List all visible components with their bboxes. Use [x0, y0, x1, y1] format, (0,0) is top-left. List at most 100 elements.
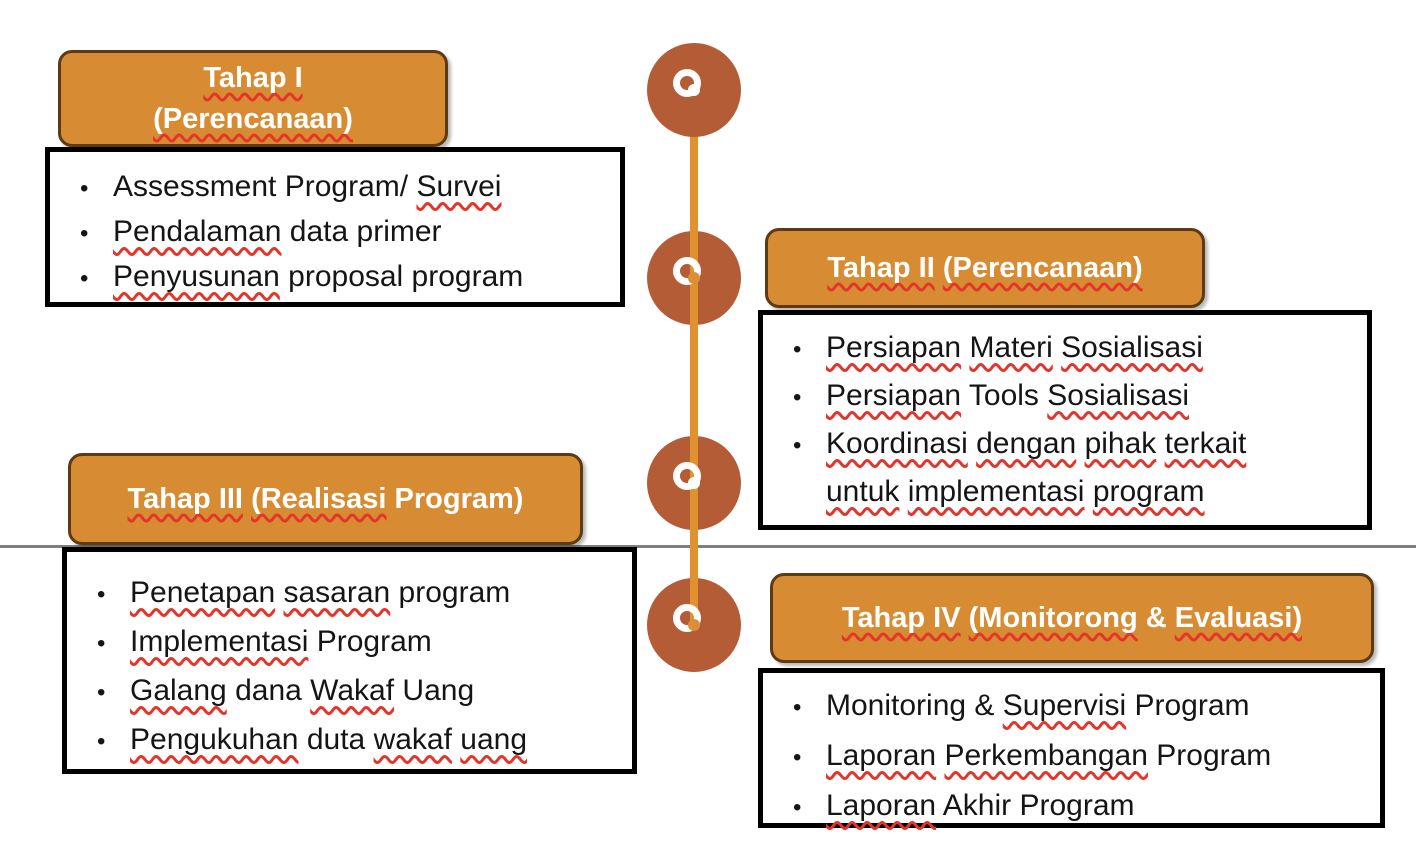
bullet-dot: • [97, 679, 106, 706]
stage-3-title: Tahap III (Realisasi Program) [128, 479, 524, 520]
misspelled-word: Perkembangan [944, 739, 1148, 772]
bullseye-icon [673, 604, 701, 632]
horizontal-divider-line [0, 545, 1416, 548]
bullet-item: •Penyusunan proposal program [50, 255, 620, 300]
text-segment: Assessment Program/ [113, 170, 417, 203]
bullet-item: •Implementasi Program [67, 618, 632, 667]
stage-4-content-box: • Monitoring & Supervisi Program • Laporan … [758, 668, 1385, 828]
stage-1-header: Tahap I (Perencanaan) [58, 50, 448, 147]
misspelled-word: Penyusunan [113, 260, 280, 293]
bullet-text: Galang dana Wakaf Uang [130, 667, 474, 714]
bullet-dot: • [793, 694, 802, 721]
misspelled-word: Evaluasi) [1174, 601, 1303, 634]
bullseye-center-dot [688, 84, 700, 96]
text-segment: proposal program [279, 260, 524, 293]
bullseye-center-dot [688, 619, 700, 631]
text-segment: Program [1147, 739, 1272, 772]
bullet-item: • Persiapan Materi Sosialisasi [763, 325, 1367, 373]
text-segment [1076, 427, 1084, 460]
bullet-dot: • [793, 336, 802, 363]
text-segment [899, 475, 907, 508]
misspelled-word: (Perencanaan) [942, 251, 1143, 284]
text-segment [1084, 475, 1092, 508]
bullet-item: • Galang dana Wakaf Uang [67, 667, 632, 716]
bullet-text: Penetapan sasaran program [130, 569, 510, 616]
bullet-item: • Persiapan Tools Sosialisasi [763, 373, 1367, 421]
misspelled-word: program [1092, 475, 1205, 508]
misspelled-word: uang [460, 723, 528, 756]
misspelled-word: pihak [1084, 427, 1157, 460]
misspelled-word: Persiapan [826, 379, 962, 412]
misspelled-word: Tahap II [827, 251, 935, 284]
misspelled-word: terkait [1164, 427, 1247, 460]
stage-3-header: Tahap III (Realisasi Program) [68, 453, 583, 545]
bullet-text: Laporan Akhir Program [826, 782, 1135, 830]
misspelled-word: Penetapan [130, 576, 276, 609]
text-segment: Uang [394, 674, 475, 707]
misspelled-word: Materi [969, 331, 1053, 364]
misspelled-word: Tahap I [203, 61, 303, 94]
misspelled-word: Pengukuhan [130, 723, 299, 756]
bullet-dot: • [97, 630, 106, 657]
misspelled-word: dengan [976, 427, 1077, 460]
bullet-dot: • [80, 175, 89, 202]
timeline-connector-line [690, 135, 698, 625]
stage-2-content-box: • Persiapan Materi Sosialisasi • Persiapan … [758, 310, 1372, 530]
stage-4-header: Tahap IV (Monitorong & Evaluasi) [770, 573, 1374, 663]
bullet-dot: • [793, 432, 802, 459]
bullet-item: • Pendalaman data primer [50, 210, 620, 255]
bullet-item: •Pengukuhan duta wakaf uang [67, 716, 632, 765]
stage-2-title: Tahap II (Perencanaan) [827, 248, 1142, 289]
misspelled-word: Galang [130, 674, 227, 707]
stage-2-header: Tahap II (Perencanaan) [765, 228, 1205, 308]
bullseye-icon [673, 462, 701, 490]
text-segment: dana [226, 674, 311, 707]
misspelled-word: Implementasi [130, 625, 309, 658]
misspelled-word: Persiapan [826, 331, 962, 364]
connector-stripe [690, 578, 698, 625]
stage-3-content-box: •Penetapan sasaran program•Implementasi … [62, 547, 637, 774]
misspelled-word: implementasi [907, 475, 1085, 508]
misspelled-word: untuk [826, 475, 900, 508]
stage-4-title: Tahap IV (Monitorong & Evaluasi) [842, 598, 1302, 639]
bullet-item: •Laporan Akhir Program [763, 782, 1380, 832]
bullet-item: • Laporan Perkembangan Program [763, 732, 1380, 782]
misspelled-word: Survei [416, 170, 502, 203]
misspelled-word: Pendalaman [113, 215, 282, 248]
misspelled-word: (Realisasi [251, 482, 387, 515]
misspelled-word: Tahap III [127, 482, 243, 515]
text-segment: Monitoring & [826, 689, 1003, 722]
text-segment: Tools [961, 379, 1048, 412]
text-segment [243, 483, 251, 515]
stage-1-title-line-1: Tahap I [203, 58, 302, 99]
bullet-text: Monitoring & Supervisi Program [826, 682, 1250, 730]
bullet-dot: • [793, 384, 802, 411]
bullet-item: • Koordinasi dengan pihak terkait [763, 421, 1367, 469]
misspelled-word: Supervisi [1002, 689, 1127, 722]
bullet-text: Persiapan Materi Sosialisasi [826, 325, 1203, 371]
misspelled-word: sasaran [283, 576, 391, 609]
bullet-item: • Assessment Program/ Survei [50, 165, 620, 210]
bullet-item: • Penetapan sasaran program [67, 569, 632, 618]
bullet-dot: • [80, 220, 89, 247]
bullet-text: Laporan Perkembangan Program [826, 732, 1271, 780]
text-segment: program [390, 576, 511, 609]
bullseye-center-dot [688, 272, 700, 284]
misspelled-word: Koordinasi [826, 427, 968, 460]
text-segment: Program) [386, 482, 524, 515]
text-segment [935, 252, 943, 284]
misspelled-word: Sosialisasi [1061, 331, 1203, 364]
misspelled-word: Laporan [826, 739, 937, 772]
misspelled-word: wakaf [373, 723, 452, 756]
bullseye-center-dot [688, 477, 700, 489]
misspelled-word: Wakaf [310, 674, 395, 707]
text-segment: Program [1126, 689, 1250, 722]
bullet-dot: • [97, 581, 106, 608]
bullet-dot: • [793, 744, 802, 771]
text-segment [961, 602, 969, 634]
text-segment: data primer [281, 215, 442, 248]
bullet-text: Persiapan Tools Sosialisasi [826, 373, 1189, 419]
stage-1-title-line-2: (Perencanaan) [153, 99, 353, 140]
timeline-node-3 [647, 436, 741, 530]
